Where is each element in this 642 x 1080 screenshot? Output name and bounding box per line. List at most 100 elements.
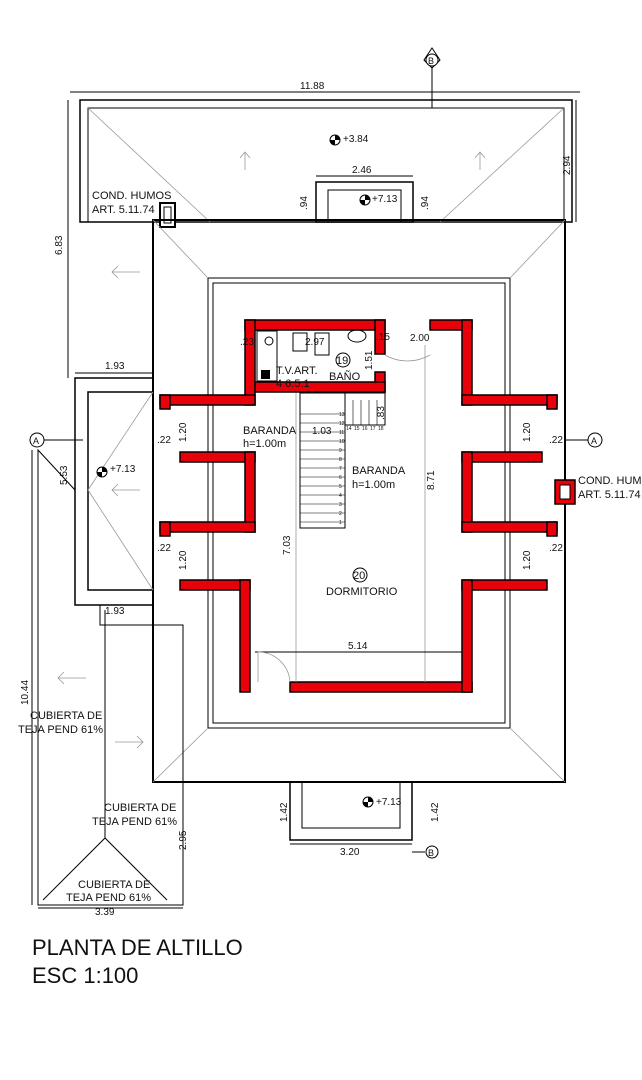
svg-text:.22: .22 xyxy=(549,543,563,554)
svg-text:COND. HUMOS: COND. HUMOS xyxy=(92,190,171,202)
bottom-left-roof: 10.44 2.95 3.39 CUBIERTA DE TEJA PEND 61… xyxy=(18,448,189,918)
stair-step-number: 2 xyxy=(339,511,342,517)
svg-text:CUBIERTA DE: CUBIERTA DE xyxy=(78,879,150,891)
svg-text:7.03: 7.03 xyxy=(282,535,293,555)
svg-text:10.44: 10.44 xyxy=(20,680,31,705)
dimension-total-width: 11.88 xyxy=(70,81,580,93)
svg-text:+7.13: +7.13 xyxy=(372,194,398,205)
svg-text:2.94: 2.94 xyxy=(562,155,573,175)
svg-text:1.42: 1.42 xyxy=(279,802,290,822)
svg-text:11.88: 11.88 xyxy=(300,81,325,92)
stair-step-number: 15 xyxy=(354,426,360,432)
svg-text:2.95: 2.95 xyxy=(178,830,189,850)
stair-step-number: 5 xyxy=(339,484,342,490)
plan-scale: ESC 1:100 xyxy=(32,963,138,988)
stair-step-number: 9 xyxy=(339,448,342,454)
svg-text:2.46: 2.46 xyxy=(352,165,372,176)
bottom-balcony: +7.13 1.42 1.42 3.20 xyxy=(279,781,441,858)
walls xyxy=(159,319,558,693)
stair-step-number: 14 xyxy=(346,426,352,432)
bathroom: .23 2.97 .15 1.51 2.00 T.V.ART. 4.6.5.1 … xyxy=(240,329,431,390)
plan-title: PLANTA DE ALTILLO xyxy=(32,935,243,960)
svg-text:4.6.5.1: 4.6.5.1 xyxy=(276,378,310,390)
stair-step-number: 4 xyxy=(339,493,342,499)
svg-text:CUBIERTA DE: CUBIERTA DE xyxy=(104,802,176,814)
stair-step-number: 3 xyxy=(339,502,342,508)
svg-text:.22: .22 xyxy=(549,435,563,446)
svg-text:BARANDA: BARANDA xyxy=(352,465,406,477)
svg-text:1.42: 1.42 xyxy=(430,802,441,822)
stair-step-number: 7 xyxy=(339,466,342,472)
stair-step-number: 6 xyxy=(339,475,342,481)
svg-text:.23: .23 xyxy=(240,337,254,348)
svg-text:+7.13: +7.13 xyxy=(376,797,402,808)
svg-text:1.51: 1.51 xyxy=(364,350,375,370)
chimney-box: 2.46 .94 .94 +7.13 xyxy=(299,165,431,223)
window-dimensions: 1.20 1.20 1.20 1.20 .22 .22 .22 .22 xyxy=(157,422,563,570)
svg-text:T.V.ART.: T.V.ART. xyxy=(276,365,318,377)
svg-text:.22: .22 xyxy=(157,543,171,554)
svg-text:2.00: 2.00 xyxy=(410,333,430,344)
svg-text:.83: .83 xyxy=(376,406,387,420)
svg-text:2.97: 2.97 xyxy=(305,337,325,348)
svg-text:5.14: 5.14 xyxy=(348,641,368,652)
stair-step-number: 12 xyxy=(339,421,345,427)
svg-text:3.39: 3.39 xyxy=(95,907,115,918)
svg-text:+3.84: +3.84 xyxy=(343,134,369,145)
svg-text:B: B xyxy=(428,56,434,66)
stair-step-number: 13 xyxy=(339,412,345,418)
svg-text:6.83: 6.83 xyxy=(54,235,65,255)
svg-text:ART. 5.11.74: ART. 5.11.74 xyxy=(578,489,641,501)
stair-step-number: 11 xyxy=(339,430,344,436)
svg-text:h=1.00m: h=1.00m xyxy=(243,438,286,450)
svg-text:TEJA PEND 61%: TEJA PEND 61% xyxy=(66,892,151,904)
svg-text:COND. HUMOS: COND. HUMOS xyxy=(578,475,642,487)
balcony-left: 1.93 1.93 +7.13 5.53 xyxy=(59,361,154,617)
stair-step-number: 1 xyxy=(339,520,342,526)
svg-text:1.20: 1.20 xyxy=(178,550,189,570)
svg-text:.94: .94 xyxy=(420,196,431,210)
stair-step-number: 16 xyxy=(362,426,368,432)
svg-text:8.71: 8.71 xyxy=(426,470,437,490)
svg-text:1.93: 1.93 xyxy=(105,361,125,372)
svg-text:A: A xyxy=(591,436,597,446)
svg-text:1.20: 1.20 xyxy=(178,422,189,442)
svg-text:20: 20 xyxy=(353,570,365,582)
stair-step-number: 17 xyxy=(370,426,376,432)
svg-text:B: B xyxy=(428,848,434,858)
section-marker-b-top[interactable]: B xyxy=(423,47,441,69)
smoke-duct-right: COND. HUMOS ART. 5.11.74 xyxy=(554,475,642,505)
svg-text:.94: .94 xyxy=(299,196,310,210)
svg-text:BAÑO: BAÑO xyxy=(329,370,361,383)
svg-text:1.93: 1.93 xyxy=(105,606,125,617)
svg-text:.15: .15 xyxy=(376,332,390,343)
level-roof-top: +3.84 xyxy=(329,134,369,146)
bedroom: 7.03 8.71 20 DORMITORIO 5.14 xyxy=(255,345,462,683)
main-roof xyxy=(57,219,566,783)
svg-text:TEJA PEND 61%: TEJA PEND 61% xyxy=(18,724,103,736)
stair-step-number: 18 xyxy=(378,426,384,432)
svg-text:5.53: 5.53 xyxy=(59,465,70,485)
svg-text:h=1.00m: h=1.00m xyxy=(352,479,395,491)
svg-text:DORMITORIO: DORMITORIO xyxy=(326,586,398,598)
svg-text:+7.13: +7.13 xyxy=(110,464,136,475)
svg-text:1.03: 1.03 xyxy=(312,426,332,437)
section-marker-a-left[interactable]: A xyxy=(29,432,83,448)
svg-text:ART. 5.11.74: ART. 5.11.74 xyxy=(92,204,155,216)
svg-text:TEJA PEND 61%: TEJA PEND 61% xyxy=(92,816,177,828)
svg-text:1.20: 1.20 xyxy=(522,422,533,442)
svg-text:3.20: 3.20 xyxy=(340,847,360,858)
svg-text:A: A xyxy=(33,436,39,446)
section-marker-b-bottom[interactable]: B xyxy=(412,845,439,859)
stair-step-number: 10 xyxy=(339,439,345,445)
stair-step-number: 8 xyxy=(339,457,342,463)
svg-text:CUBIERTA DE: CUBIERTA DE xyxy=(30,710,102,722)
svg-text:19: 19 xyxy=(336,355,348,367)
smoke-duct-left: COND. HUMOS ART. 5.11.74 xyxy=(92,190,176,228)
svg-text:BARANDA: BARANDA xyxy=(243,425,297,437)
railing-notes: BARANDA h=1.00m BARANDA h=1.00m xyxy=(243,425,406,491)
svg-text:.22: .22 xyxy=(157,435,171,446)
section-marker-a-right[interactable]: A xyxy=(565,432,603,448)
